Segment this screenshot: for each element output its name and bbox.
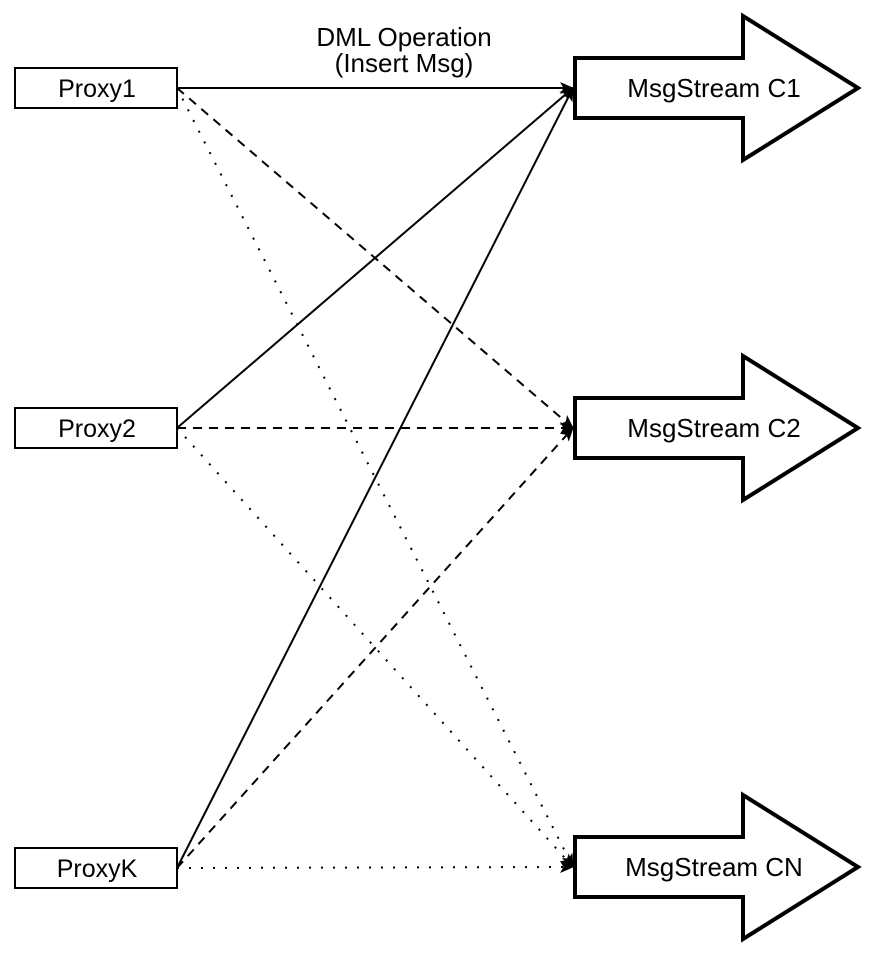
msgstream-c2-label: MsgStream C2	[627, 413, 800, 443]
msgstream-cn-node: MsgStream CN	[573, 791, 862, 943]
edge-proxyk-msgstream-cn	[176, 861, 574, 874]
proxy2-label: Proxy2	[58, 415, 136, 443]
edge-annotation-line2: (Insert Msg)	[335, 48, 474, 78]
proxy1-node: Proxy1	[14, 67, 178, 109]
msgstream-c1-label: MsgStream C1	[627, 73, 800, 103]
edge-proxy1-msgstream-c2	[176, 87, 574, 429]
proxy1-label: Proxy1	[58, 75, 136, 103]
edge-proxy2-msgstream-cn	[176, 427, 574, 868]
msgstream-c2-node: MsgStream C2	[573, 352, 862, 504]
edge-proxyk-msgstream-c2	[176, 427, 574, 869]
proxy1-box	[14, 67, 178, 109]
proxy2-box	[14, 407, 178, 449]
proxyk-node: ProxyK	[14, 847, 178, 889]
edge-annotation-line1: DML Operation	[316, 22, 491, 52]
msgstream-c1-arrow-shape	[573, 12, 862, 164]
msgstream-c1-node: MsgStream C1	[573, 12, 862, 164]
edge-proxy1-msgstream-cn	[176, 87, 574, 868]
proxy2-node: Proxy2	[14, 407, 178, 449]
msgstream-cn-label: MsgStream CN	[625, 852, 803, 882]
proxyk-box	[14, 847, 178, 889]
edge-proxyk-msgstream-c1	[176, 87, 574, 869]
msgstream-cn-arrow-shape	[573, 791, 862, 943]
proxyk-label: ProxyK	[57, 855, 138, 883]
msgstream-c2-arrow-shape	[573, 352, 862, 504]
